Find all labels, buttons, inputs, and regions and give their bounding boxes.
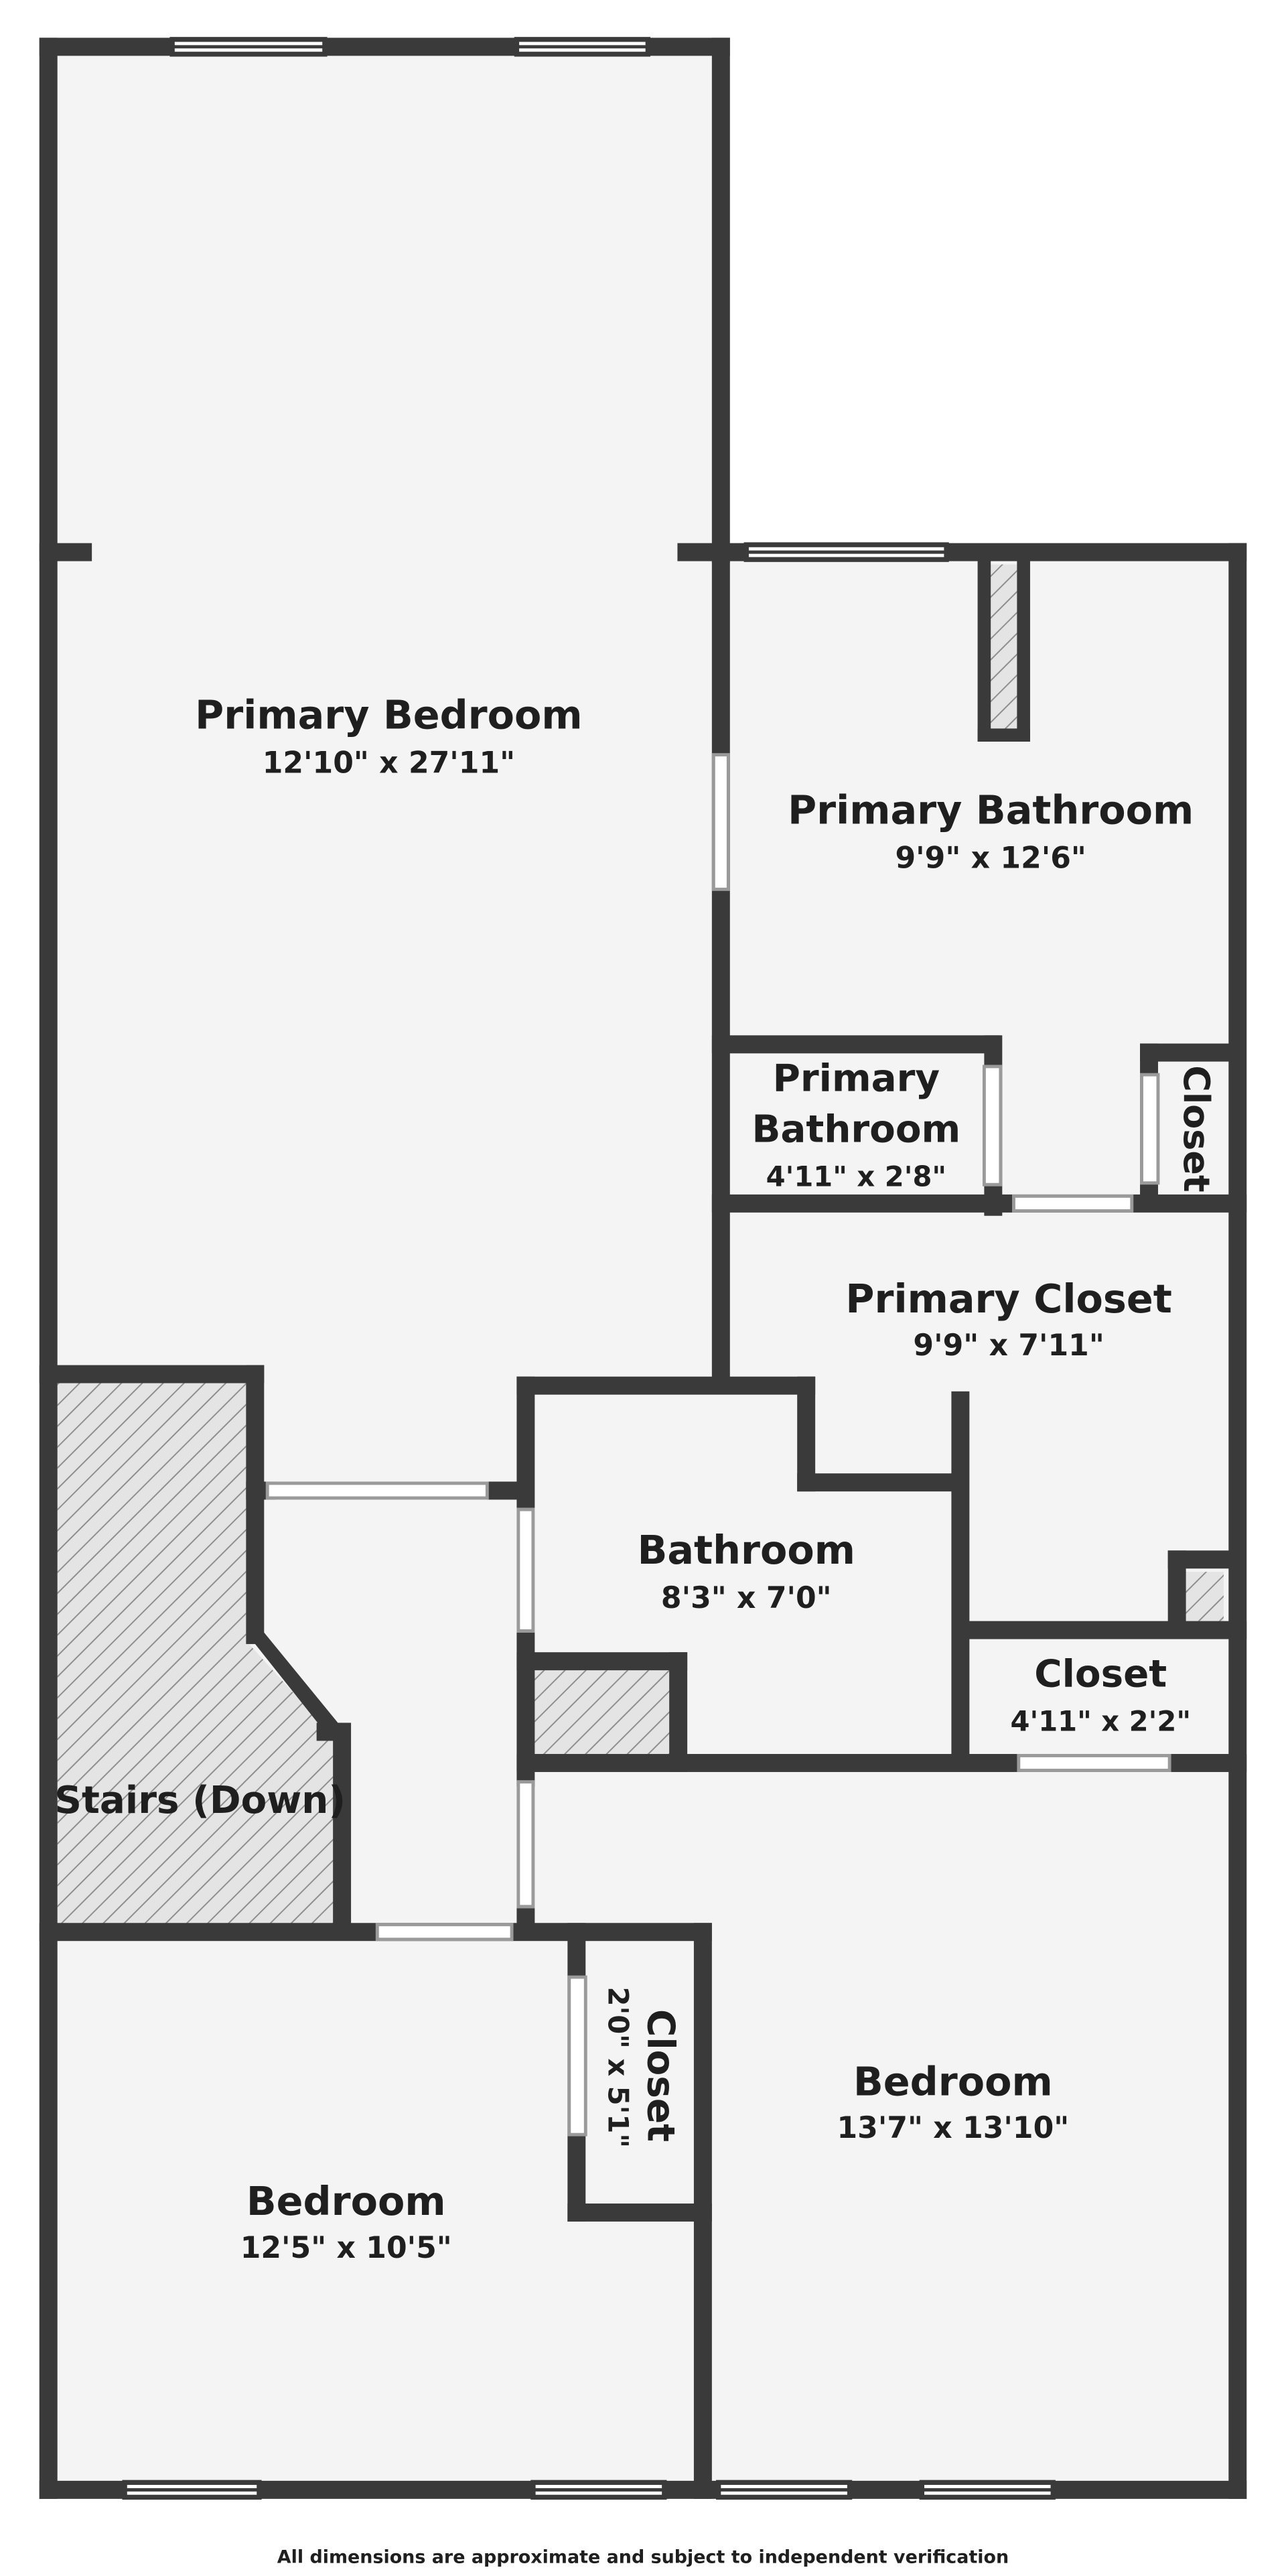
room-bathroom: Bathroom 8'3" x 7'0": [638, 1527, 855, 1615]
room-primary-bedroom: Primary Bedroom 12'10" x 27'11": [195, 691, 583, 780]
room-name: Stairs (Down): [54, 1779, 346, 1822]
room-name: Bathroom: [638, 1527, 855, 1573]
room-stairs: Stairs (Down): [54, 1779, 346, 1822]
room-dims: 12'10" x 27'11": [263, 746, 515, 781]
window-bottom-4: [919, 2480, 1056, 2500]
window-bottom-2: [530, 2480, 667, 2500]
bathroom-fixture-hatch: [532, 1670, 676, 1756]
shaft-hatch-closet: [1184, 1572, 1224, 1621]
window-bottom-1: [122, 2480, 262, 2500]
room-bedroom-left: Bedroom 12'5" x 10'5": [240, 2178, 452, 2265]
shaft-hatch-top: [987, 564, 1017, 732]
stairs-hatch: [57, 1383, 345, 1930]
room-closet-middle: Closet 4'11" x 2'2": [1011, 1653, 1192, 1738]
room-name: Primary Bathroom: [788, 787, 1194, 833]
room-dims: 8'3" x 7'0": [661, 1581, 832, 1615]
room-name: Closet: [1034, 1653, 1167, 1696]
hatched-areas: [57, 564, 1224, 1930]
room-dims: 12'5" x 10'5": [240, 2231, 452, 2265]
doors: [265, 753, 1171, 2137]
room-dims: 9'9" x 12'6": [895, 841, 1086, 876]
room-dims: 4'11" x 2'2": [1011, 1705, 1192, 1738]
room-name-line2: Bathroom: [752, 1108, 960, 1152]
window-top-left: [169, 37, 328, 57]
room-name: Primary Closet: [845, 1276, 1171, 1322]
room-name: Primary Bedroom: [195, 691, 583, 738]
room-bedroom-right: Bedroom 13'7" x 13'10": [837, 2058, 1069, 2145]
floor-fills: [49, 49, 1237, 2484]
room-primary-closet: Primary Closet 9'9" x 7'11": [845, 1276, 1171, 1363]
window-bottom-3: [715, 2480, 853, 2500]
room-dims: 9'9" x 7'11": [913, 1329, 1104, 1363]
room-closet-upper: Closet: [1175, 1065, 1218, 1192]
room-dims: 13'7" x 13'10": [837, 2111, 1069, 2145]
room-dims: 4'11" x 2'8": [766, 1160, 947, 1193]
room-name-line1: Primary: [773, 1057, 940, 1101]
room-primary-bathroom-small: Primary Bathroom 4'11" x 2'8": [752, 1057, 960, 1193]
room-dims: 2'0" x 5'1": [602, 1986, 635, 2148]
room-name: Bedroom: [853, 2058, 1053, 2104]
room-name: Closet: [638, 2009, 682, 2142]
footer-disclaimer: All dimensions are approximate and subje…: [277, 2547, 1009, 2567]
windows: [122, 37, 1056, 2500]
room-closet-vertical: Closet 2'0" x 5'1": [602, 1986, 683, 2148]
room-name: Closet: [1175, 1065, 1218, 1192]
room-name: Bedroom: [246, 2178, 446, 2224]
window-top-right: [514, 37, 651, 57]
window-bath-top: [743, 542, 949, 562]
room-primary-bathroom: Primary Bathroom 9'9" x 12'6": [788, 787, 1194, 875]
